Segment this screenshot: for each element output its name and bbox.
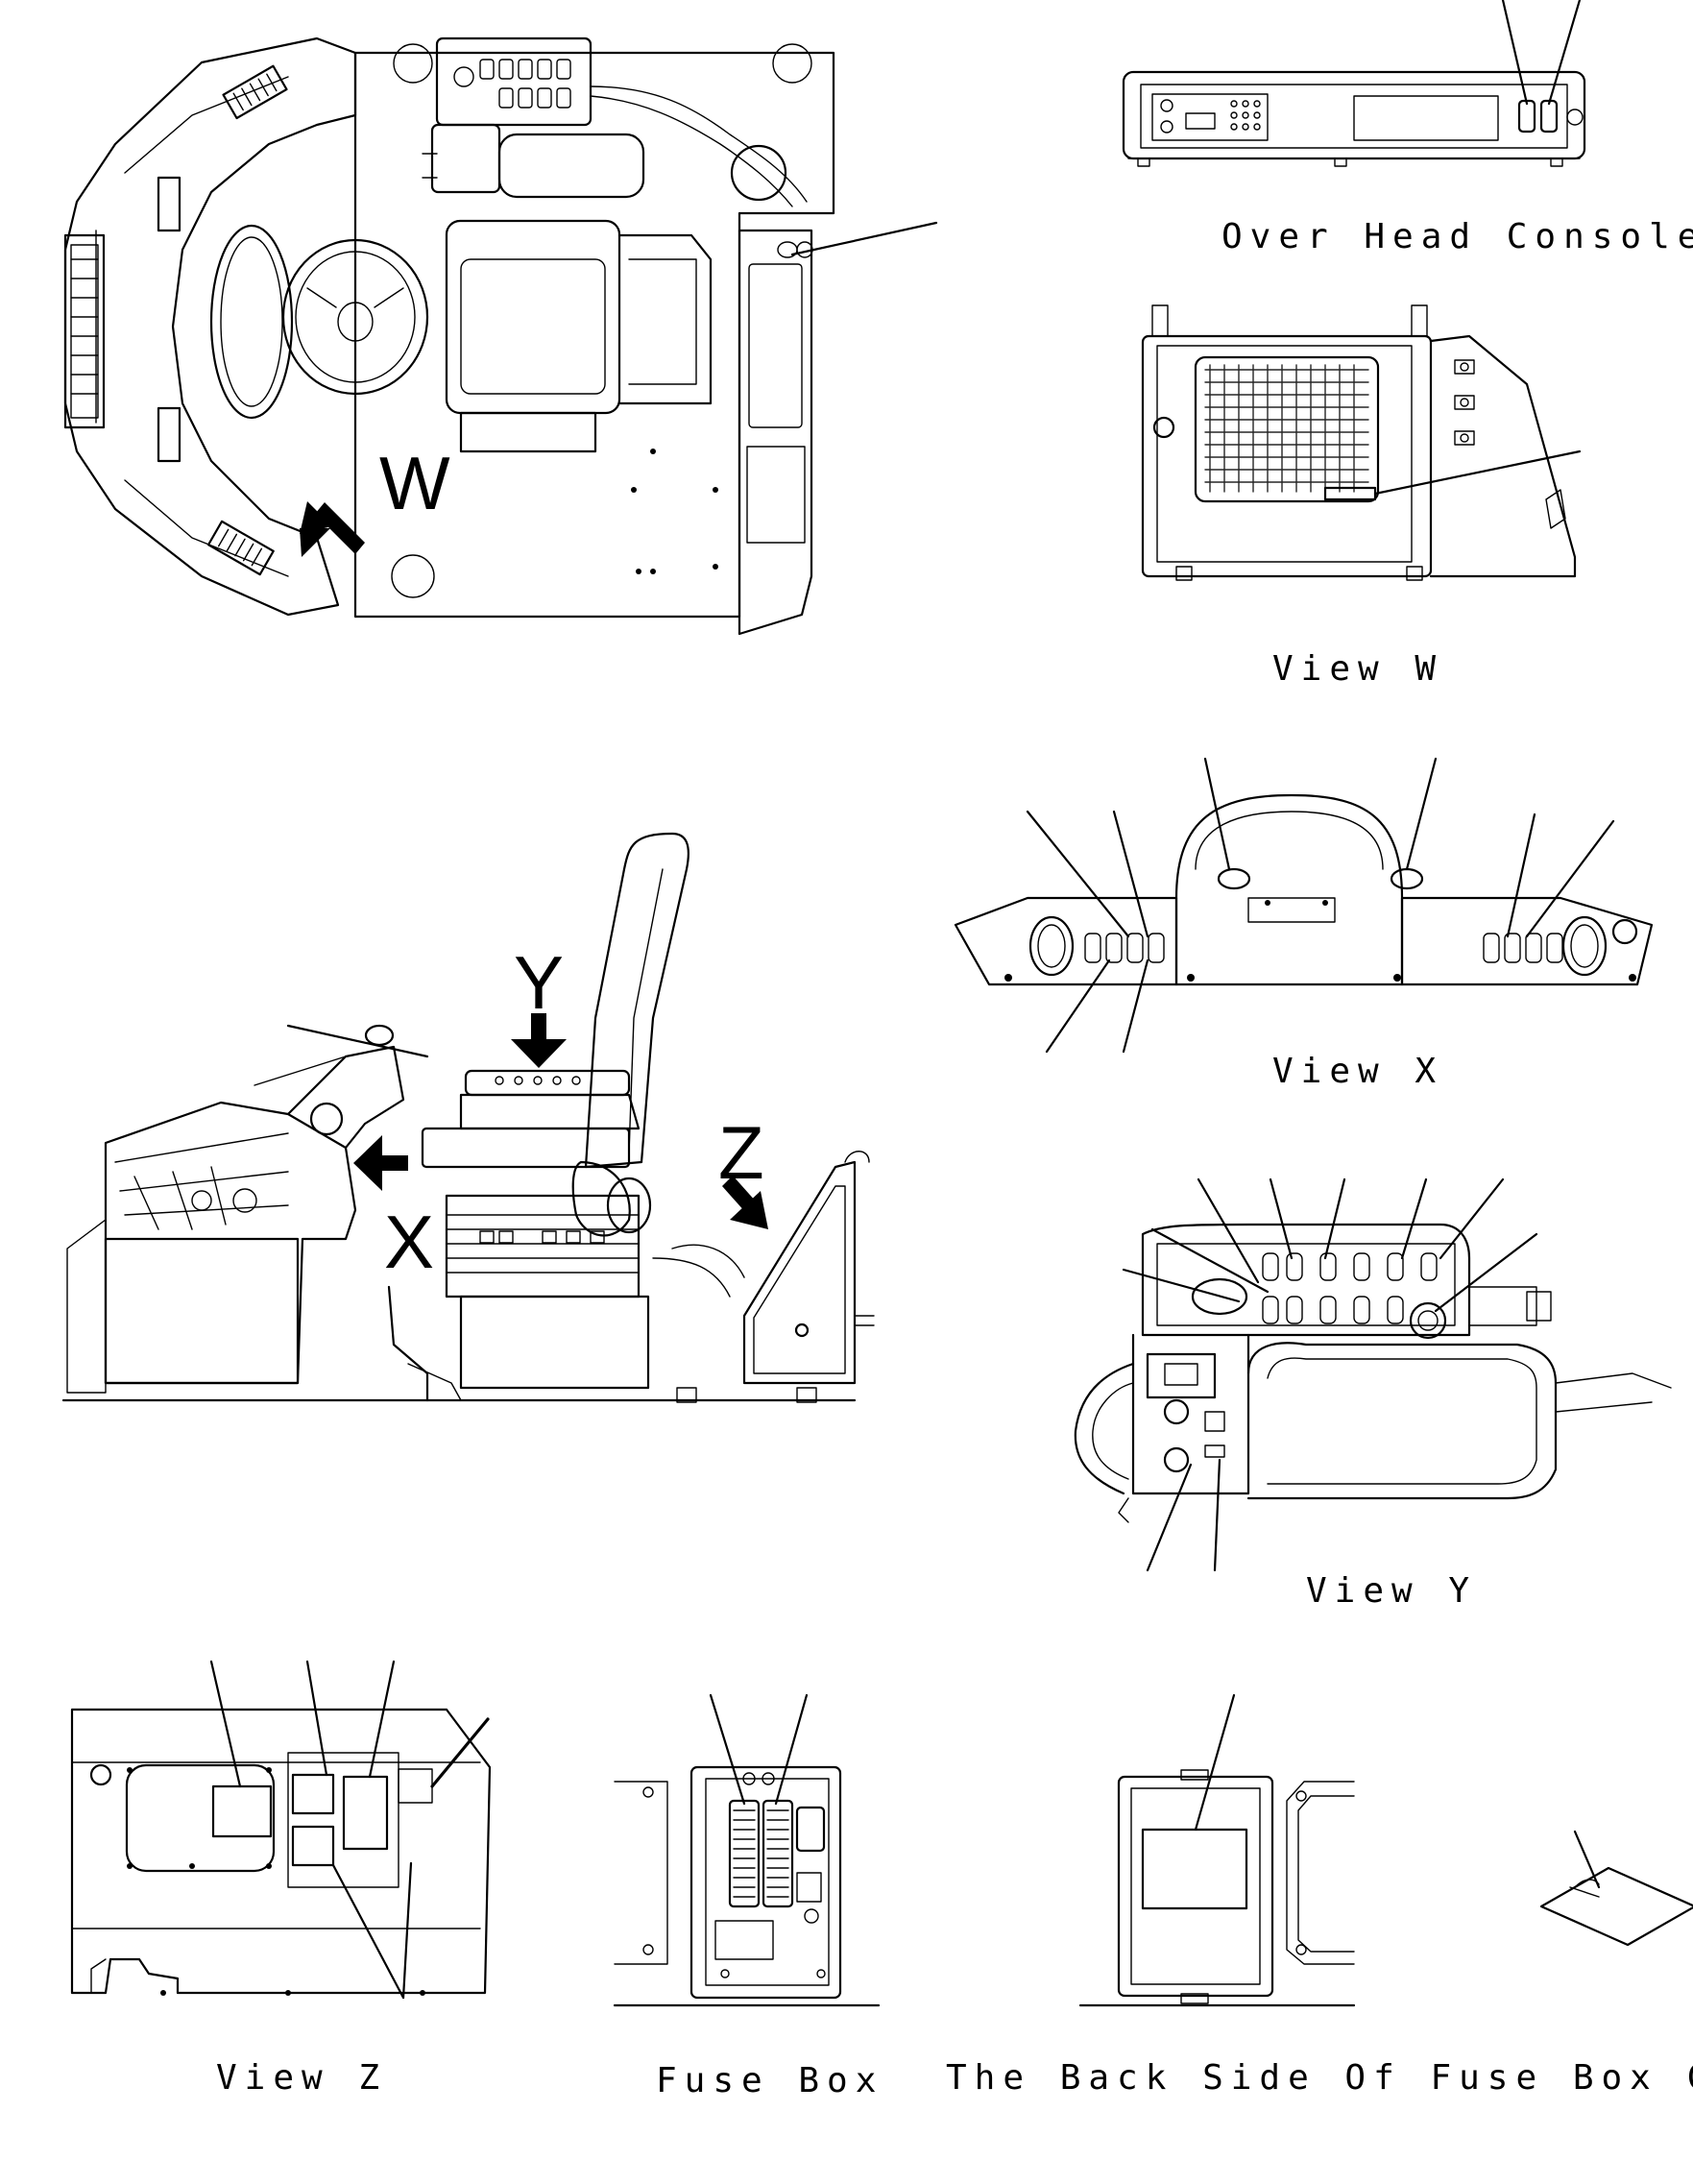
fuse-box-cover-label: The Back Side Of Fuse Box Cover bbox=[946, 2058, 1693, 2098]
arrow-x-label: X bbox=[384, 1200, 434, 1284]
arrow-w-label: W bbox=[379, 441, 450, 525]
view-z-drawing: View Z bbox=[70, 1660, 492, 2098]
arrow-y-label: Y bbox=[514, 940, 564, 1025]
fuse-box-cover-drawing: The Back Side Of Fuse Box Cover bbox=[946, 1693, 1693, 2098]
view-z-label: View Z bbox=[216, 2058, 387, 2098]
overhead-console-drawing: Over Head Console bbox=[1122, 0, 1693, 256]
cab-top-view bbox=[63, 36, 938, 636]
view-x-label: View X bbox=[1272, 1052, 1443, 1091]
fuse-box-drawing: Fuse Box bbox=[613, 1693, 883, 2100]
fuse-box-label: Fuse Box bbox=[656, 2061, 883, 2100]
arrow-x: X bbox=[353, 1135, 434, 1284]
view-x-drawing: View X bbox=[954, 757, 1654, 1091]
arrow-z: Z bbox=[718, 1110, 768, 1229]
view-w-label: View W bbox=[1272, 649, 1443, 689]
view-y-label: View Y bbox=[1306, 1571, 1477, 1611]
view-y-drawing: View Y bbox=[1074, 1177, 1672, 1611]
arrow-y: Y bbox=[511, 940, 567, 1068]
arrow-w: W bbox=[300, 441, 450, 557]
overhead-console-label: Over Head Console bbox=[1221, 217, 1693, 256]
arrow-z-label: Z bbox=[718, 1110, 764, 1195]
cab-side-view bbox=[61, 832, 875, 1403]
tag-card bbox=[1539, 1830, 1693, 1947]
view-w-drawing: View W bbox=[1141, 304, 1582, 689]
